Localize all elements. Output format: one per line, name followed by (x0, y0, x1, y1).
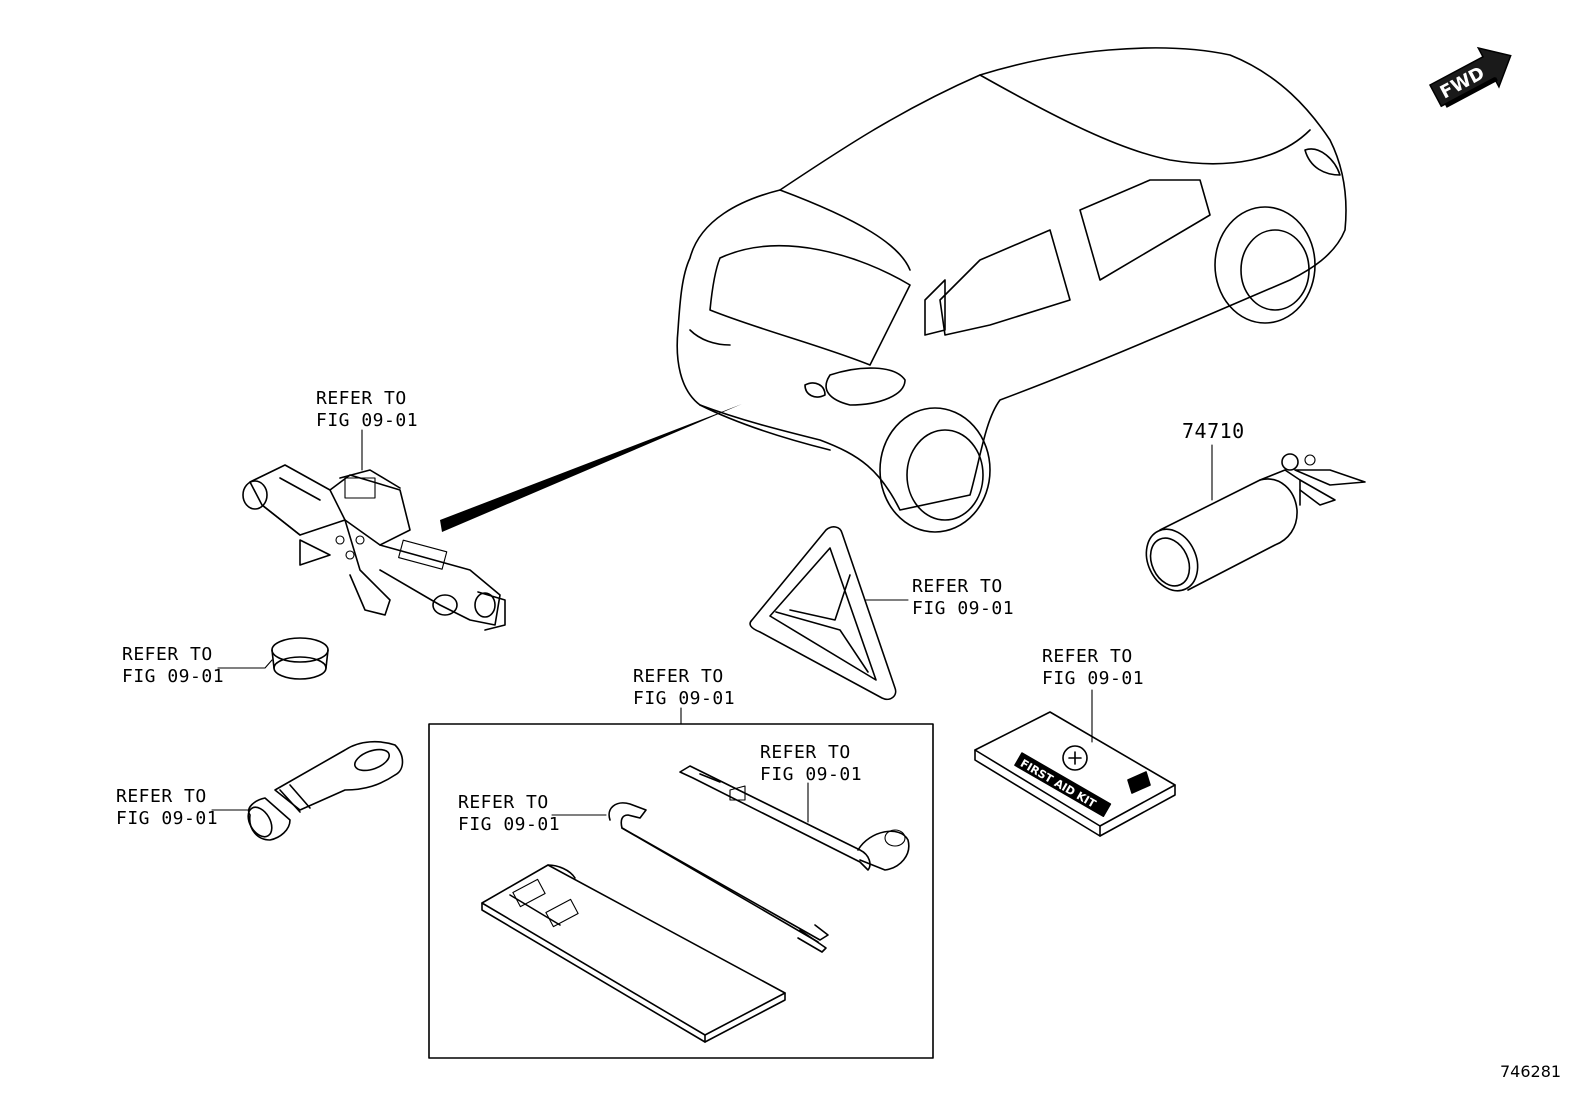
triangle-refer-label: REFER TO (912, 576, 1003, 597)
towing-eye-illustration (247, 740, 404, 841)
first-aid-fig-label: FIG 09-01 (1042, 668, 1144, 689)
jack-illustration (242, 464, 506, 631)
part-number-74710: 74710 (1182, 419, 1245, 443)
location-pointer (440, 404, 742, 532)
lug-wrench-illustration (679, 765, 910, 871)
bar-fig-label: FIG 09-01 (458, 814, 560, 835)
wrench-refer-label: REFER TO (760, 742, 851, 763)
ring-fig-label: FIG 09-01 (122, 666, 224, 687)
towing-eye-fig-label: FIG 09-01 (116, 808, 218, 829)
warning-triangle-illustration (749, 526, 897, 701)
first-aid-refer-label: REFER TO (1042, 646, 1133, 667)
jack-refer-label: REFER TO (316, 388, 407, 409)
fire-extinguisher-illustration (1145, 453, 1366, 592)
ring-illustration (271, 637, 329, 680)
toolkit-refer-label: REFER TO (633, 666, 724, 687)
triangle-fig-label: FIG 09-01 (912, 598, 1014, 619)
ring-refer-label: REFER TO (122, 644, 213, 665)
jack-fig-label: FIG 09-01 (316, 410, 418, 431)
fwd-arrow-icon: FWD (1428, 46, 1512, 108)
towing-eye-refer-label: REFER TO (116, 786, 207, 807)
vehicle-illustration (676, 47, 1347, 533)
wrench-fig-label: FIG 09-01 (760, 764, 862, 785)
toolkit-fig-label: FIG 09-01 (633, 688, 735, 709)
diagram-id: 746281 (1500, 1062, 1561, 1081)
tool-bag-illustration (481, 864, 786, 1043)
jack-handle-illustration (608, 802, 829, 953)
first-aid-kit-illustration: FIRST AID KIT (974, 711, 1176, 837)
bar-refer-label: REFER TO (458, 792, 549, 813)
